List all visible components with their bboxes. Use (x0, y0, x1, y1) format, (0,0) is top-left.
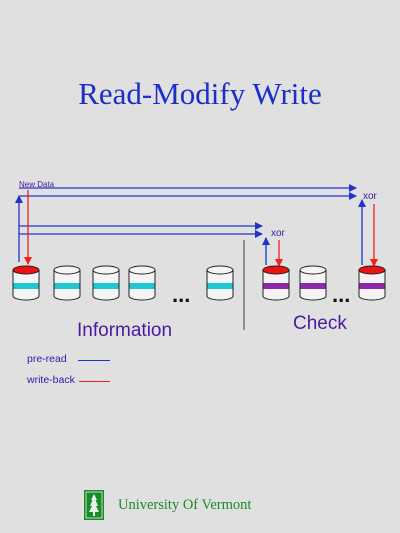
xor-label-mid: xor (271, 228, 286, 239)
check-disk-last-modified (358, 265, 386, 301)
data-disk-ellipsis: ... (172, 282, 190, 307)
check-disk-1-modified (262, 265, 290, 301)
information-label: Information (77, 320, 172, 341)
legend-write-back-line (79, 381, 110, 382)
footer: University Of Vermont (84, 490, 251, 520)
data-disk-4 (128, 265, 156, 301)
legend-pre-read-label: pre-read (27, 353, 67, 365)
slide-title: Read-Modify Write (78, 76, 322, 111)
new-data-label: New Data (19, 180, 55, 189)
data-disk-3 (92, 265, 120, 301)
check-label: Check (293, 313, 347, 334)
legend-pre-read-line (78, 360, 110, 361)
data-disk-2 (53, 265, 81, 301)
data-disk-1-modified (12, 265, 40, 301)
xor-label-top: xor (363, 191, 378, 202)
check-disk-ellipsis: ... (332, 282, 350, 307)
check-disk-2 (299, 265, 327, 301)
university-seal-icon (84, 490, 104, 520)
data-disk-last (206, 265, 234, 301)
legend-write-back-label: write-back (27, 374, 75, 386)
footer-university-name: University Of Vermont (118, 496, 252, 513)
